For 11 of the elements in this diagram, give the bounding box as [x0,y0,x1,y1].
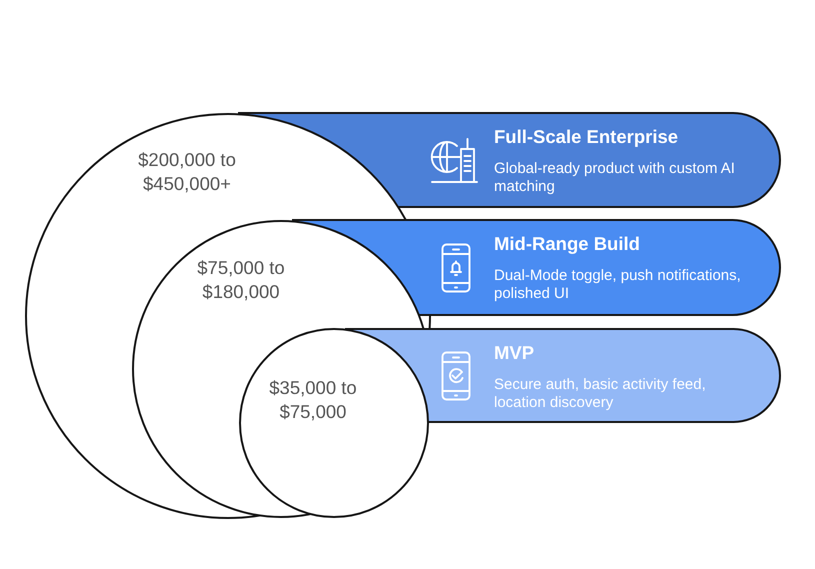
tier-description: Secure auth, basic activity feed, location discovery [494,376,706,411]
tier-title: Full-Scale Enterprise [494,126,678,148]
tier-description: Dual-Mode toggle, push notifications, polished UI [494,267,741,302]
tier-circle [132,220,430,518]
tier-circle [239,328,429,518]
price-range-text: $200,000 to $450,000+ [138,149,236,194]
price-range-text: $35,000 to $75,000 [269,377,357,422]
tier-title: Mid-Range Build [494,233,640,255]
tier-title: MVP [494,342,534,364]
price-range-text: $75,000 to $180,000 [197,257,285,302]
tier-description: Global-ready product with custom AI matching [494,160,735,195]
